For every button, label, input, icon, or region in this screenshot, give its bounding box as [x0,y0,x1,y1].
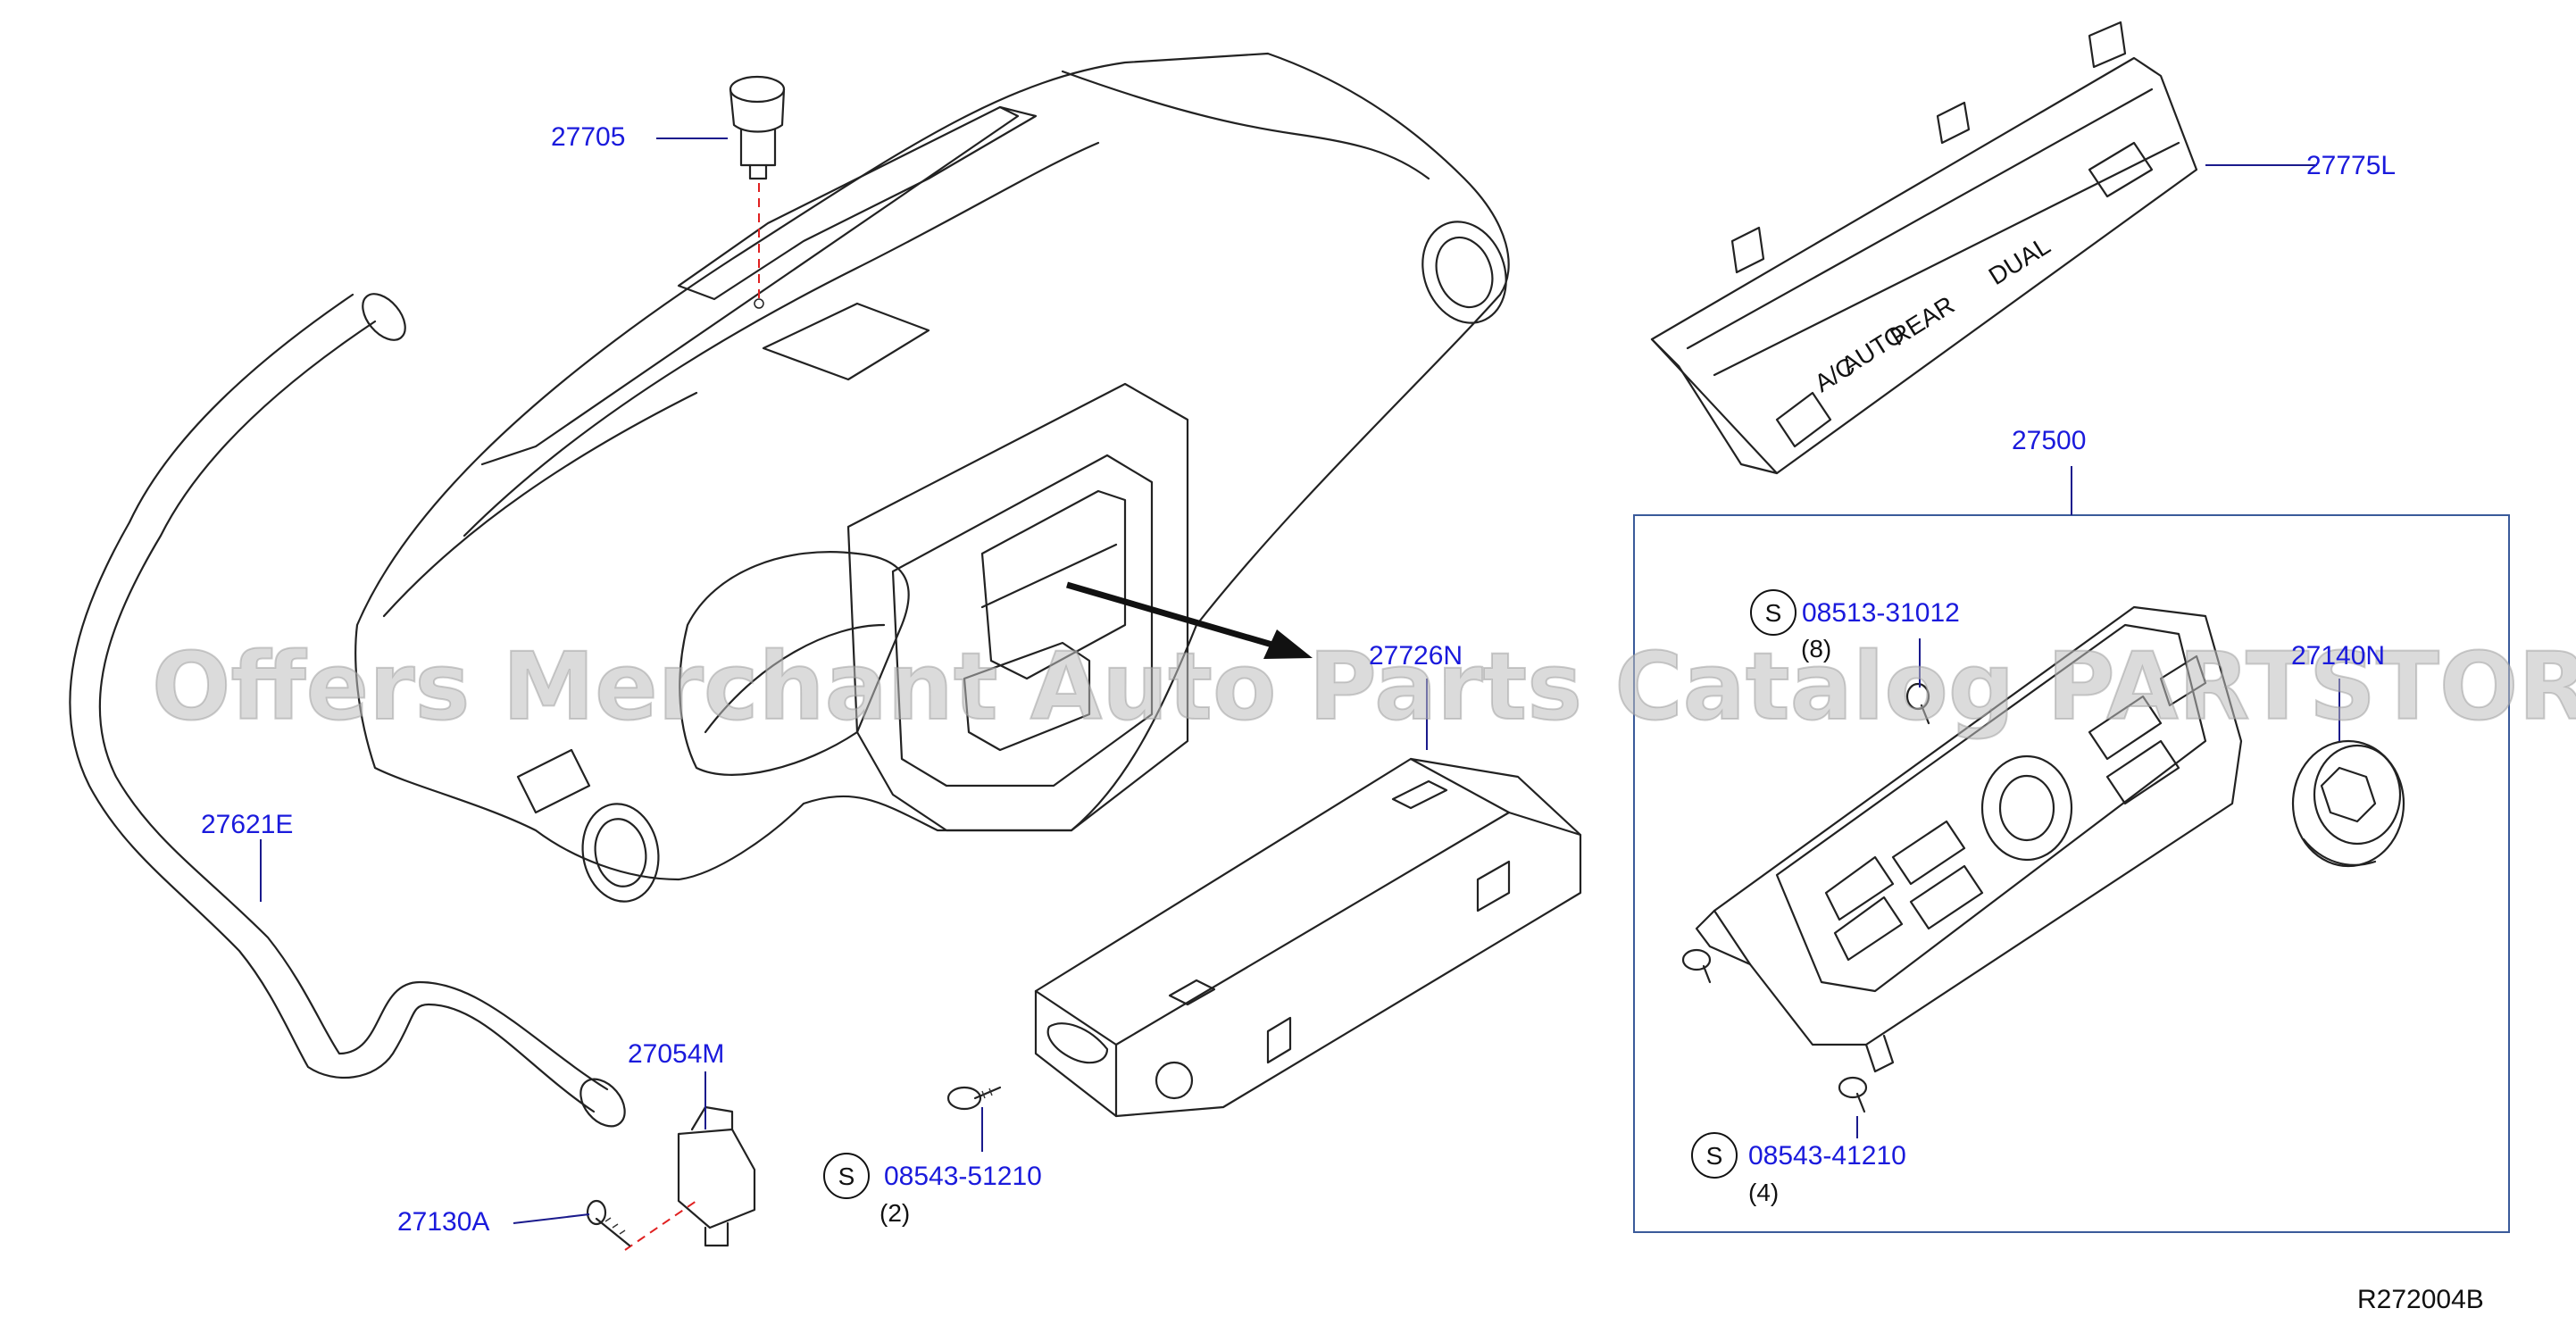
s-letter: S [838,1162,855,1190]
callout-27054M[interactable]: 27054M [628,1039,724,1069]
leader-lines [260,138,2340,1224]
s-marker-08543-51210: S [823,1153,870,1199]
callout-27726N[interactable]: 27726N [1369,641,1463,671]
callout-08543-51210[interactable]: 08543-51210 [884,1162,1042,1191]
screw-08543-51210 [946,1086,1002,1111]
callout-27775L[interactable]: 27775L [2306,151,2396,180]
callout-08513-31012[interactable]: 08513-31012 [1802,598,1960,628]
callout-27130A[interactable]: 27130A [397,1207,489,1237]
s-marker-08513: S [1750,589,1797,636]
watermark-text: Offers Merchant Auto Parts Catalog PARTS… [152,632,2576,741]
sensor-plug-27705 [729,75,786,180]
control-module-27726N [1034,757,1582,1118]
diagram-reference-code: R272004B [2357,1285,2484,1314]
sensor-27054M [677,1105,756,1247]
assembly-arrow [1066,581,1313,659]
callout-27705[interactable]: 27705 [551,122,625,152]
screw-box-left [1681,948,1712,984]
s-letter: S [1765,599,1782,627]
s-letter: S [1706,1142,1723,1170]
callout-08543-41210[interactable]: 08543-41210 [1748,1141,1906,1171]
qty-08513-31012: (8) [1801,635,1831,662]
instrument-panel-drawing [354,52,1510,903]
qty-08543-41210: (4) [1748,1179,1779,1206]
callout-27140N[interactable]: 27140N [2291,641,2385,671]
display-unit-27775L: A/C AUTO REAR DUAL [1650,21,2198,475]
screw-27130A [586,1199,631,1247]
s-marker-08543-41210: S [1691,1132,1738,1179]
display-rear: REAR [1886,291,1959,352]
display-dual: DUAL [1984,231,2055,290]
callout-27621E[interactable]: 27621E [201,810,293,839]
qty-08543-51210: (2) [880,1199,910,1227]
screw-08543-41210 [1838,1076,1868,1113]
aspirator-hose-27621E [69,293,626,1128]
screw-08513-31012 [1905,682,1930,725]
callout-27500[interactable]: 27500 [2012,426,2086,455]
knob-27140N [2291,739,2405,868]
control-panel-27500 [1695,605,2243,1073]
